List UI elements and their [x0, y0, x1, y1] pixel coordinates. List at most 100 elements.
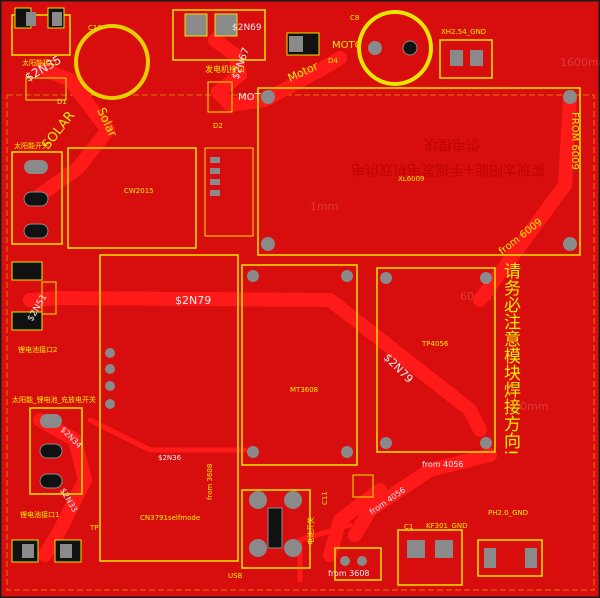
net-label-motor-caps: MOTOR [332, 40, 369, 51]
pin-pad [284, 491, 302, 509]
pin-pad [210, 168, 220, 174]
bottom-connectors: 电池开关 from 3608 C1 KF301_GND PH2.0_GND [306, 474, 543, 586]
label-cw2015: CW2015 [124, 187, 154, 195]
pin-pad [105, 348, 115, 358]
label-c1: C1 [404, 523, 413, 531]
gen-port-outline [172, 9, 266, 61]
ph-header-outline [477, 539, 543, 577]
keepout-outline [6, 94, 595, 591]
xh-header-block: XH2.54_GND [439, 28, 493, 79]
pin-pad [402, 40, 418, 56]
battery-switch-outline [334, 547, 382, 581]
net-label-2n79: $2N79 [175, 294, 211, 307]
d1-outline [25, 77, 67, 101]
mount-pad [247, 446, 259, 458]
net-label-2n69: $2N69 [232, 23, 262, 33]
mount-pad [261, 90, 275, 104]
kf301-outline [397, 529, 463, 586]
label-battery-switch: 电池开关 [306, 517, 315, 545]
battery-trace [33, 413, 92, 562]
xh-header-outline [439, 39, 493, 79]
pin-pad [105, 399, 115, 409]
pin-pad [40, 414, 62, 428]
label-tp: TP [89, 524, 99, 532]
header-outline [204, 147, 254, 237]
connector-pad [11, 261, 43, 281]
pin-pad [23, 223, 49, 239]
pin-pad [368, 41, 382, 55]
note-warning: 请务必注意模块焊接方向! [500, 262, 521, 456]
label-solar-switch: 太阳能开关 [14, 141, 49, 150]
dimension-label: 0mm [520, 400, 548, 413]
mount-pad [563, 237, 577, 251]
usb-outline [241, 489, 311, 569]
label-d4: D4 [328, 57, 338, 65]
pin-pad [484, 548, 496, 568]
cn3791-outline [99, 254, 239, 562]
trace-from-6009 [473, 91, 577, 307]
dimension-label: 1mm [310, 200, 338, 213]
label-mt3608: MT3608 [290, 386, 318, 394]
trace-2n36 [87, 417, 248, 453]
pin-pad [340, 556, 350, 566]
label-c8: C8 [350, 14, 359, 22]
label-d1: D1 [57, 98, 67, 106]
connector-pad [11, 311, 43, 331]
label-c11: C11 [321, 491, 329, 505]
mount-pad [341, 270, 353, 282]
mount-pad [380, 272, 392, 284]
label-gen-port: 发电机接口 [205, 64, 245, 74]
connector-body [41, 281, 57, 315]
motor-trace [208, 33, 347, 112]
net-label-2n36: $2N36 [158, 454, 182, 462]
cw2015-outline [67, 147, 197, 249]
cw2015-module: CW2015 [67, 147, 254, 249]
mount-pad [480, 272, 492, 284]
trace-2n79 [23, 291, 487, 437]
pin-pad [22, 544, 34, 558]
capacitor-outline [352, 474, 374, 498]
solar-discharge-switch-block: 太阳能_锂电池_充放电开关 $2N34 $2N33 锂电池接口1 TP [11, 395, 99, 563]
dimension-label: 1600mm [560, 56, 600, 69]
label-xh-header: XH2.54_GND [441, 28, 486, 36]
pin-pad [357, 556, 367, 566]
usb-block: USB C11 [228, 489, 329, 580]
label-c10: C10 [88, 24, 102, 32]
pin-pad [407, 540, 425, 558]
pin-pad [249, 539, 267, 557]
pin-pad [26, 12, 36, 26]
pin-pad [105, 381, 115, 391]
label-cn3791: CN3791selfmode [140, 514, 200, 522]
mount-pad [261, 237, 275, 251]
capacitor-c8-body [361, 14, 429, 82]
label-battery-port1: 锂电池接口1 [20, 510, 59, 519]
trace-small [297, 522, 353, 583]
tp4056-outline [376, 267, 496, 453]
note-power-module-title: 供电模块 [424, 136, 480, 152]
pin-pad [214, 13, 238, 37]
label-ph-header: PH2.0_GND [488, 509, 528, 517]
mt3608-module: MT3608 [241, 264, 358, 466]
label-usb: USB [228, 572, 243, 580]
net-label-from-3608: from 3608 [206, 464, 214, 500]
pin-pad [52, 12, 62, 26]
pin-pad [23, 191, 49, 207]
label-tp4056: TP4056 [421, 340, 449, 348]
mount-pad [563, 90, 577, 104]
net-label-mot: MOT [238, 92, 261, 103]
mt3608-outline [241, 264, 358, 466]
mount-pad [380, 437, 392, 449]
pin-pad [470, 50, 483, 66]
pin-pad [210, 157, 220, 163]
net-label-from-6009: FROM 6009 [569, 112, 580, 170]
xl6009-outline [257, 87, 581, 256]
signal-traces [87, 417, 353, 583]
solar-switch-outline [11, 151, 63, 245]
pin-pad [435, 540, 453, 558]
note-power-module-desc: 实现太阳能+手摇发电机双供电 [351, 161, 545, 177]
pin-pad [105, 364, 115, 374]
net-label-from-3608b: from 3608 [328, 569, 370, 578]
pin-pad [249, 491, 267, 509]
pin-pad [210, 179, 220, 185]
